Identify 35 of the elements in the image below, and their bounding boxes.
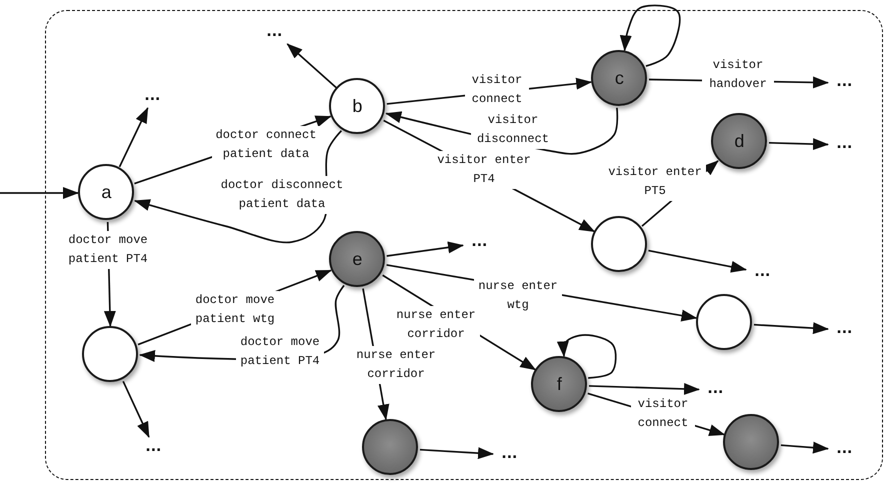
- arrow: [286, 43, 337, 88]
- arrow: [118, 107, 148, 168]
- continuation-dots: ...: [832, 137, 856, 152]
- state-circle: b: [329, 78, 386, 134]
- continuation-dots: ...: [262, 25, 286, 40]
- arrow: [420, 447, 494, 460]
- state-circle: e: [329, 231, 386, 288]
- state-circle: f: [531, 356, 588, 412]
- arrow: [648, 250, 747, 273]
- arrow: [386, 242, 464, 257]
- continuation-dots: ...: [497, 447, 522, 462]
- continuation-dots: ...: [750, 265, 774, 280]
- continuation-dots: ...: [832, 442, 856, 456]
- continuation-dots: ...: [467, 235, 492, 250]
- continuation-dots: ...: [141, 440, 166, 454]
- state-circle: [362, 419, 418, 476]
- arrow: [780, 442, 829, 454]
- arrow: [588, 382, 700, 395]
- continuation-dots: ...: [832, 75, 856, 90]
- arrow: [620, 4, 681, 67]
- continuation-dots: ...: [703, 382, 728, 396]
- state-circle: [591, 216, 648, 272]
- arrow: [0, 187, 79, 199]
- continuation-dots: ...: [832, 322, 856, 336]
- state-circle: [696, 294, 752, 350]
- arrow: [754, 322, 829, 334]
- state-circle: [82, 326, 138, 382]
- state-circle: d: [711, 113, 768, 170]
- arrow: [122, 380, 150, 438]
- state-circle: [723, 414, 780, 470]
- state-circle: c: [591, 50, 648, 106]
- arrow: [768, 138, 829, 150]
- continuation-dots: ...: [140, 89, 164, 104]
- arrow: [557, 334, 617, 379]
- state-circle: a: [78, 164, 134, 220]
